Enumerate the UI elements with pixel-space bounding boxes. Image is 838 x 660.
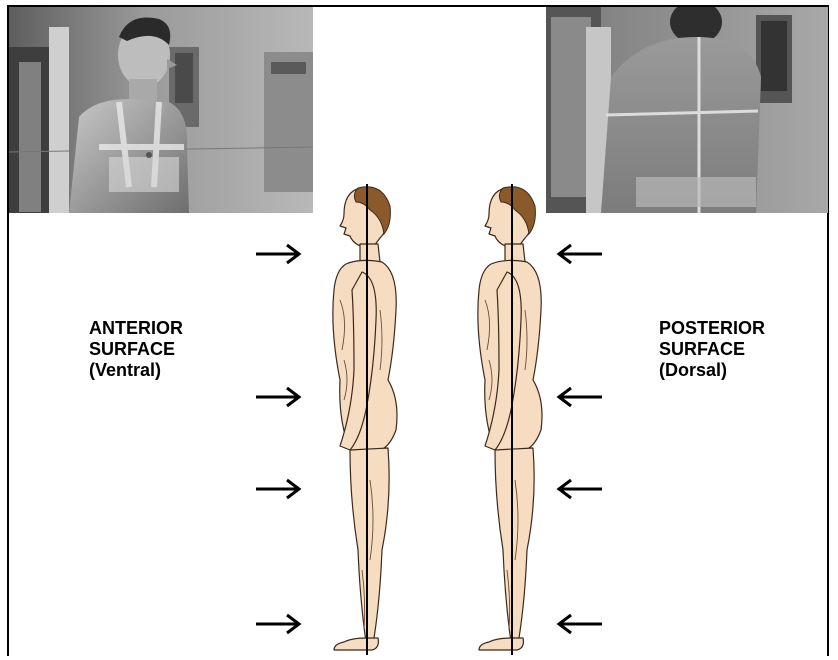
- arrow-left-icon: [556, 613, 604, 635]
- anterior-body-figure: [300, 180, 420, 655]
- arrow-left-icon: [556, 243, 604, 265]
- posterior-body-figure: [445, 180, 565, 655]
- posterior-label-line1: POSTERIOR: [659, 318, 765, 339]
- posterior-photo: [546, 7, 828, 213]
- anterior-label-line3: (Ventral): [89, 360, 183, 381]
- posterior-label-line2: SURFACE: [659, 339, 765, 360]
- arrow-right-icon: [254, 613, 302, 635]
- posterior-surface-label: POSTERIOR SURFACE (Dorsal): [659, 318, 765, 381]
- anterior-label-line2: SURFACE: [89, 339, 183, 360]
- anterior-label-line1: ANTERIOR: [89, 318, 183, 339]
- posterior-label-line3: (Dorsal): [659, 360, 765, 381]
- arrow-left-icon: [556, 478, 604, 500]
- arrow-right-icon: [254, 243, 302, 265]
- arrow-right-icon: [254, 386, 302, 408]
- arrow-right-icon: [254, 478, 302, 500]
- anterior-surface-label: ANTERIOR SURFACE (Ventral): [89, 318, 183, 381]
- arrow-left-icon: [556, 386, 604, 408]
- anterior-photo: [9, 7, 313, 213]
